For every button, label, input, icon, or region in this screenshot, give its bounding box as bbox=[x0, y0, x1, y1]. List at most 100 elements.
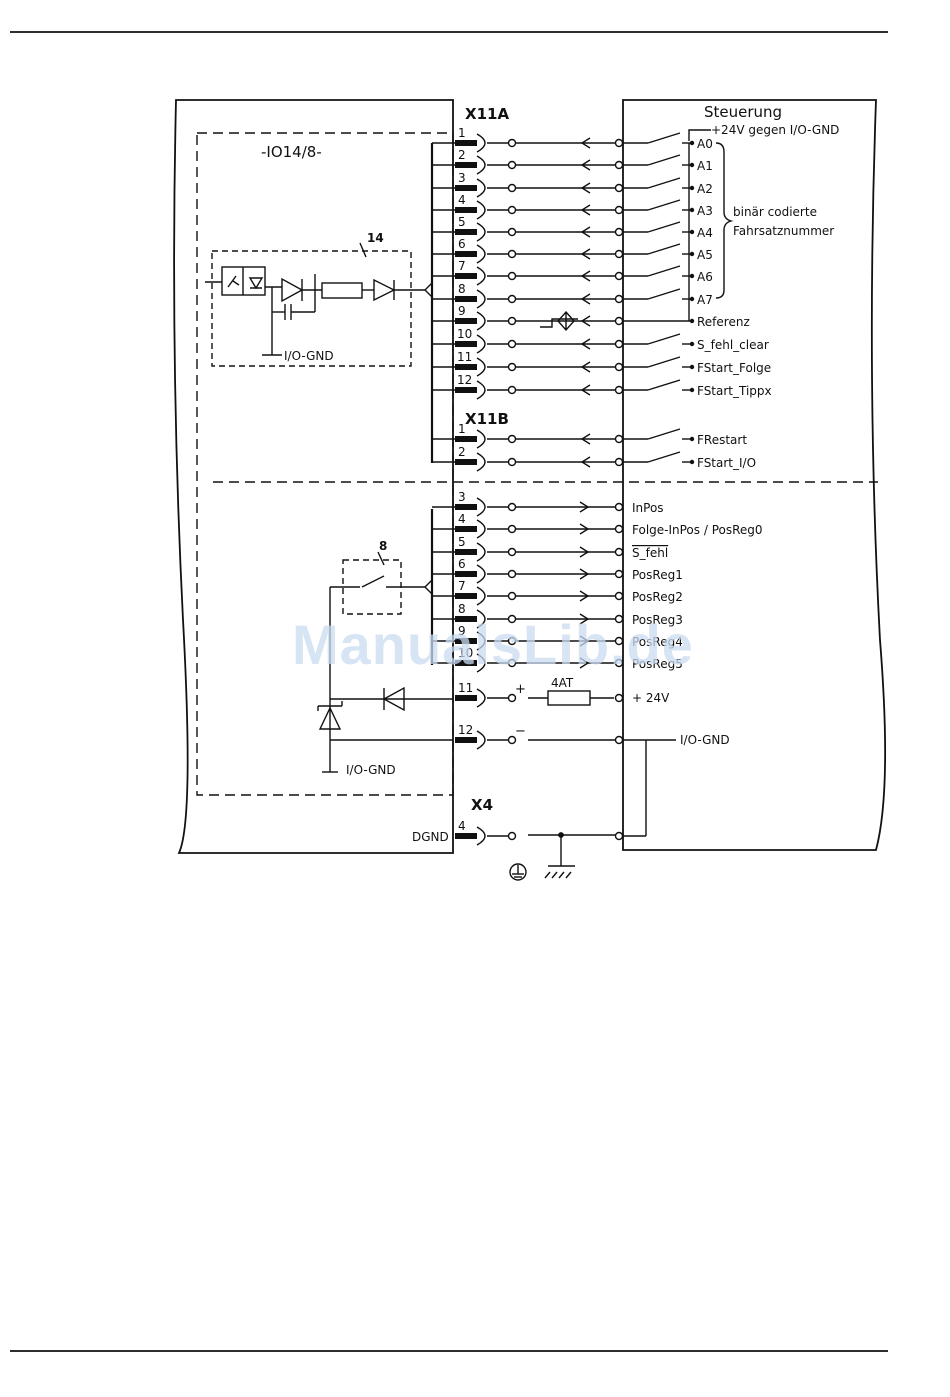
pin-number: 11 bbox=[458, 681, 473, 695]
control-terminal-icon bbox=[614, 614, 624, 624]
pin-number: 4 bbox=[458, 819, 466, 833]
pin-plug bbox=[455, 616, 477, 622]
socket-icon bbox=[476, 311, 486, 331]
terminal-icon bbox=[507, 524, 517, 534]
pin-number: 2 bbox=[458, 148, 466, 162]
socket-icon bbox=[476, 178, 486, 198]
signal-arrow-left-icon bbox=[580, 137, 591, 149]
terminal-icon bbox=[507, 658, 517, 668]
terminal-icon bbox=[507, 249, 517, 259]
terminal-icon bbox=[507, 160, 517, 170]
control-terminal-icon bbox=[614, 591, 624, 601]
pin-number: 5 bbox=[458, 535, 466, 549]
socket-icon bbox=[476, 357, 486, 377]
pin-number: 6 bbox=[458, 557, 466, 571]
control-terminal-icon bbox=[614, 658, 624, 668]
control-terminal-icon bbox=[614, 636, 624, 646]
socket-icon bbox=[476, 133, 486, 153]
control-terminal-icon bbox=[614, 294, 624, 304]
control-terminal-icon bbox=[614, 524, 624, 534]
socket-icon bbox=[476, 688, 486, 708]
control-terminal-icon bbox=[614, 547, 624, 557]
socket-icon bbox=[476, 653, 486, 673]
ground-icon bbox=[509, 863, 527, 881]
socket-icon bbox=[476, 429, 486, 449]
x4-header: X4 bbox=[471, 796, 493, 814]
input-signal-label: FStart_Folge bbox=[697, 361, 771, 375]
signal-arrow-left-icon bbox=[580, 204, 591, 216]
signal-arrow-right-icon bbox=[579, 523, 590, 535]
fuse-label: 4AT bbox=[551, 676, 574, 690]
control-terminal-icon bbox=[614, 160, 624, 170]
input-signal-label: A5 bbox=[697, 248, 713, 262]
terminal-icon bbox=[507, 735, 517, 745]
socket-icon bbox=[476, 289, 486, 309]
pin-number: 3 bbox=[458, 171, 466, 185]
socket-icon bbox=[476, 826, 486, 846]
brace-text-1: binär codierte bbox=[733, 205, 817, 219]
control-switch bbox=[647, 265, 681, 277]
input-signal-label: FStart_I/O bbox=[697, 456, 756, 470]
control-gnd-label: I/O-GND bbox=[680, 733, 730, 747]
pin-plug bbox=[455, 593, 477, 599]
binary-brace bbox=[715, 142, 734, 299]
pin-number: 10 bbox=[458, 646, 473, 660]
pin-plug bbox=[455, 140, 477, 146]
pin-plug bbox=[455, 549, 477, 555]
supply-diode bbox=[382, 686, 405, 712]
control-terminal-icon bbox=[614, 227, 624, 237]
pin-plug bbox=[455, 638, 477, 644]
x4-pin-plug bbox=[455, 833, 477, 839]
pin-number: 1 bbox=[458, 422, 466, 436]
pin-number: 12 bbox=[457, 373, 472, 387]
signal-arrow-right-icon bbox=[579, 613, 590, 625]
signal-arrow-left-icon bbox=[580, 159, 591, 171]
control-switch bbox=[647, 356, 681, 368]
proximity-sensor-icon bbox=[540, 318, 578, 328]
control-outline bbox=[622, 99, 887, 851]
control-switch bbox=[647, 199, 681, 211]
pin-number: 5 bbox=[458, 215, 466, 229]
pin-plug bbox=[455, 296, 477, 302]
socket-icon bbox=[476, 631, 486, 651]
pin-plug bbox=[455, 341, 477, 347]
output-signal-label: PosReg1 bbox=[632, 568, 683, 582]
zener-diode bbox=[317, 701, 343, 730]
x11a-header: X11A bbox=[465, 105, 509, 123]
pin-number: 1 bbox=[458, 126, 466, 140]
terminal-icon bbox=[507, 385, 517, 395]
dgnd-terminal-icon bbox=[614, 831, 624, 841]
signal-arrow-left-icon bbox=[580, 384, 591, 396]
control-terminal-icon bbox=[614, 339, 624, 349]
signal-arrow-left-icon bbox=[580, 338, 591, 350]
pin-number: 11 bbox=[457, 350, 472, 364]
terminal-icon bbox=[507, 227, 517, 237]
pin-plug bbox=[455, 318, 477, 324]
socket-icon bbox=[476, 452, 486, 472]
signal-arrow-left-icon bbox=[580, 248, 591, 260]
control-terminal-icon bbox=[614, 249, 624, 259]
input-block-ref: 14 bbox=[367, 231, 384, 245]
pin-number: 4 bbox=[458, 193, 466, 207]
signal-arrow-left-icon bbox=[580, 433, 591, 445]
io-module-frame bbox=[196, 132, 454, 796]
output-signal-label: PosReg4 bbox=[632, 635, 683, 649]
control-terminal-icon bbox=[614, 183, 624, 193]
pin-number: 2 bbox=[458, 445, 466, 459]
control-terminal-icon bbox=[614, 316, 624, 326]
output-block-ref: 8 bbox=[379, 539, 387, 553]
control-switch bbox=[647, 154, 681, 166]
pin-plug bbox=[455, 387, 477, 393]
socket-icon bbox=[476, 266, 486, 286]
power-pin-plug bbox=[455, 737, 477, 743]
socket-icon bbox=[476, 200, 486, 220]
pin-plug bbox=[455, 436, 477, 442]
terminal-icon bbox=[507, 271, 517, 281]
x11b-header: X11B bbox=[465, 410, 509, 428]
plus-sign: + bbox=[515, 682, 526, 697]
socket-icon bbox=[476, 155, 486, 175]
control-switch bbox=[647, 379, 681, 391]
terminal-icon bbox=[507, 138, 517, 148]
terminal-icon bbox=[507, 614, 517, 624]
output-signal-label: Folge-InPos / PosReg0 bbox=[632, 523, 763, 537]
